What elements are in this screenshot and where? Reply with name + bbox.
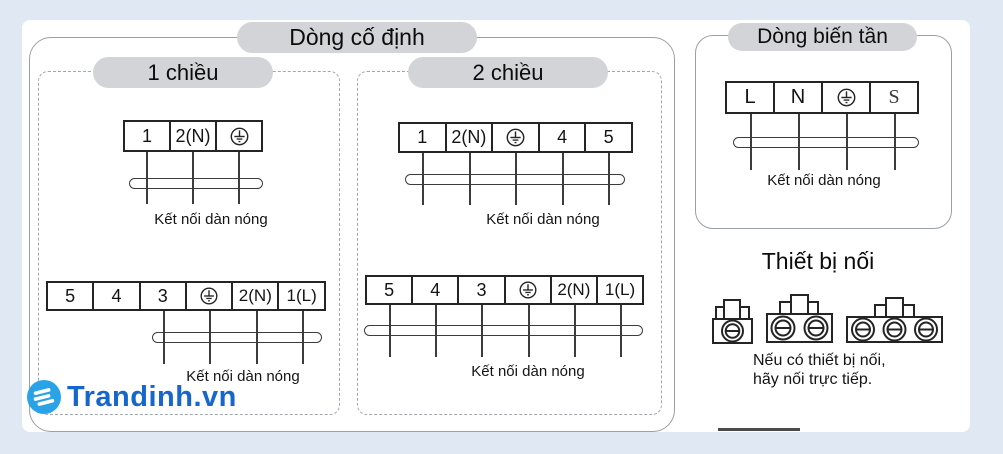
wire — [894, 110, 896, 170]
bus-bar — [152, 332, 322, 343]
terminal-connector-2-icon — [766, 289, 834, 344]
terminal-cell: 3 — [138, 283, 185, 309]
wire — [302, 307, 304, 364]
wire — [750, 110, 752, 170]
wire — [209, 307, 211, 364]
ground-icon — [821, 83, 869, 112]
wire — [435, 301, 437, 357]
outdoor-connect-caption: Kết nối dàn nóng — [471, 363, 585, 380]
terminal-cell: 3 — [457, 277, 503, 303]
wire — [562, 149, 564, 205]
wire — [608, 149, 610, 205]
wire — [798, 110, 800, 170]
bus-bar — [405, 174, 625, 185]
wire — [528, 301, 530, 357]
terminal-cell: L — [744, 86, 756, 108]
wire — [846, 110, 848, 170]
connector-note-line1: Nếu có thiết bị nối, — [753, 352, 886, 369]
terminal-cell: 2(N) — [169, 122, 215, 150]
wire — [238, 148, 240, 204]
wire — [146, 148, 148, 204]
terminal-cell: 1(L) — [277, 283, 323, 309]
ground-icon — [491, 124, 538, 151]
terminal-cell: N — [773, 83, 821, 112]
connector-section-title: Thiết bị nối — [761, 248, 875, 274]
ground-icon — [184, 283, 231, 309]
terminal-cell: 4 — [537, 124, 585, 151]
terminal-connector-1-icon — [712, 295, 754, 345]
inverter-header: Dòng biến tần — [728, 23, 917, 51]
terminal-cell: 5 — [65, 285, 76, 306]
terminal-cell: 2(N) — [549, 277, 596, 303]
terminal-block-twoway-signal: 5 4 3 2(N) 1(L) — [365, 275, 645, 305]
bus-bar — [733, 137, 919, 148]
wire — [481, 301, 483, 357]
wire — [422, 149, 424, 205]
terminal-cell: 1 — [417, 127, 428, 147]
logo: Trandinh.vn — [26, 378, 237, 416]
terminal-cell: 5 — [584, 124, 631, 151]
wire — [515, 149, 517, 205]
terminal-cell: 1(L) — [595, 277, 642, 303]
terminal-block-oneway-power: 1 2(N) — [123, 120, 263, 152]
wire — [256, 307, 258, 364]
wire — [163, 307, 165, 364]
cropped-artifact-line — [718, 428, 800, 431]
terminal-connector-3-icon — [846, 291, 944, 343]
one-way-header: 1 chiều — [93, 57, 273, 88]
terminal-cell: S — [869, 83, 917, 112]
terminal-cell: 4 — [92, 283, 138, 309]
bus-bar — [364, 325, 643, 336]
terminal-block-inverter: L N S — [725, 81, 919, 114]
outdoor-connect-caption: Kết nối dàn nóng — [486, 211, 600, 228]
bus-bar — [129, 178, 263, 189]
wire — [389, 301, 391, 357]
wire — [574, 301, 576, 357]
terminal-cell: 4 — [411, 277, 457, 303]
terminal-cell: 5 — [384, 279, 395, 300]
connector-note-line2: hãy nối trực tiếp. — [753, 371, 873, 388]
terminal-block-twoway-power: 1 2(N) 4 5 — [398, 122, 633, 153]
two-way-header: 2 chiều — [408, 57, 608, 88]
inverter-box — [695, 35, 952, 229]
outdoor-connect-caption: Kết nối dàn nóng — [154, 211, 268, 228]
terminal-cell: 2(N) — [444, 124, 492, 151]
logo-icon — [26, 379, 62, 415]
wire — [469, 149, 471, 205]
ground-icon — [503, 277, 550, 303]
wire — [192, 148, 194, 204]
ground-icon — [215, 122, 261, 150]
terminal-cell: 2(N) — [231, 283, 277, 309]
terminal-cell: 1 — [141, 125, 152, 146]
outdoor-connect-caption: Kết nối dàn nóng — [186, 368, 300, 385]
logo-text: Trandinh.vn — [67, 380, 237, 413]
wire — [620, 301, 622, 357]
terminal-block-oneway-signal: 5 4 3 2(N) 1(L) — [46, 281, 326, 311]
outdoor-connect-caption: Kết nối dàn nóng — [767, 172, 881, 189]
fixed-series-header: Dòng cố định — [237, 22, 477, 53]
